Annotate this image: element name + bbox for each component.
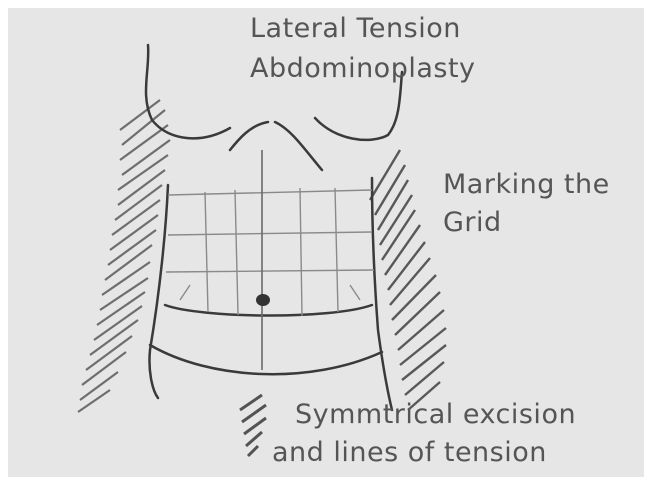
navel [256,294,270,306]
title-line-1: Lateral Tension [250,12,461,45]
marking-label-line-1: Marking the [443,168,610,201]
marking-grid [166,150,374,370]
right-shading [370,150,446,410]
groin-shading [240,395,266,456]
marking-label-line-2: Grid [443,206,502,239]
caption-line-1: Symmtrical excision [295,398,576,431]
body-outline [146,45,402,410]
title-line-2: Abdominoplasty [250,52,476,85]
caption-line-2: and lines of tension [272,436,547,469]
left-shading [78,100,170,412]
